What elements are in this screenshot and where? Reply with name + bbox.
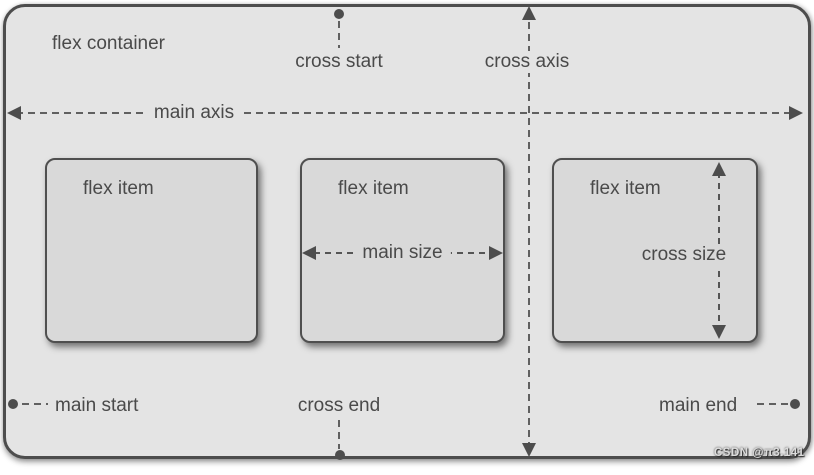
cross-end-dashed-line <box>338 420 340 449</box>
flex-item-label: flex item <box>338 178 409 199</box>
main-size-right-arrow-icon <box>489 246 503 260</box>
main-end-label: main end <box>659 395 738 416</box>
main-axis-line <box>16 112 794 114</box>
cross-size-up-arrow-icon <box>712 162 726 176</box>
cross-start-dot <box>334 9 344 19</box>
main-start-dot <box>8 399 18 409</box>
cross-start-dashed-line <box>338 21 340 48</box>
cross-end-dot <box>335 450 345 460</box>
cross-axis-down-arrow-icon <box>522 443 536 457</box>
flex-item-1: flex item <box>45 158 258 343</box>
flex-item-2: flex item main size <box>300 158 505 343</box>
cross-size-label: cross size <box>633 244 735 266</box>
cross-axis-label: cross axis <box>474 51 580 73</box>
cross-axis-line <box>528 10 530 452</box>
main-size-label: main size <box>354 242 451 264</box>
main-start-label: main start <box>55 395 139 416</box>
main-start-dashed-line <box>22 403 48 405</box>
main-size-left-arrow-icon <box>302 246 316 260</box>
cross-start-label: cross start <box>295 51 383 72</box>
main-axis-label: main axis <box>143 102 245 124</box>
watermark: CSDN @π3.141 <box>714 447 805 459</box>
main-end-dashed-line <box>757 403 788 405</box>
cross-size-down-arrow-icon <box>712 325 726 339</box>
flex-container-label: flex container <box>52 33 166 54</box>
flex-item-label: flex item <box>83 178 154 199</box>
cross-axis-up-arrow-icon <box>522 6 536 20</box>
main-axis-right-arrow-icon <box>789 106 803 120</box>
main-end-dot <box>790 399 800 409</box>
flex-item-3: flex item cross size <box>552 158 758 343</box>
flex-item-label: flex item <box>590 178 661 199</box>
cross-end-label: cross end <box>297 395 381 416</box>
main-axis-left-arrow-icon <box>7 106 21 120</box>
